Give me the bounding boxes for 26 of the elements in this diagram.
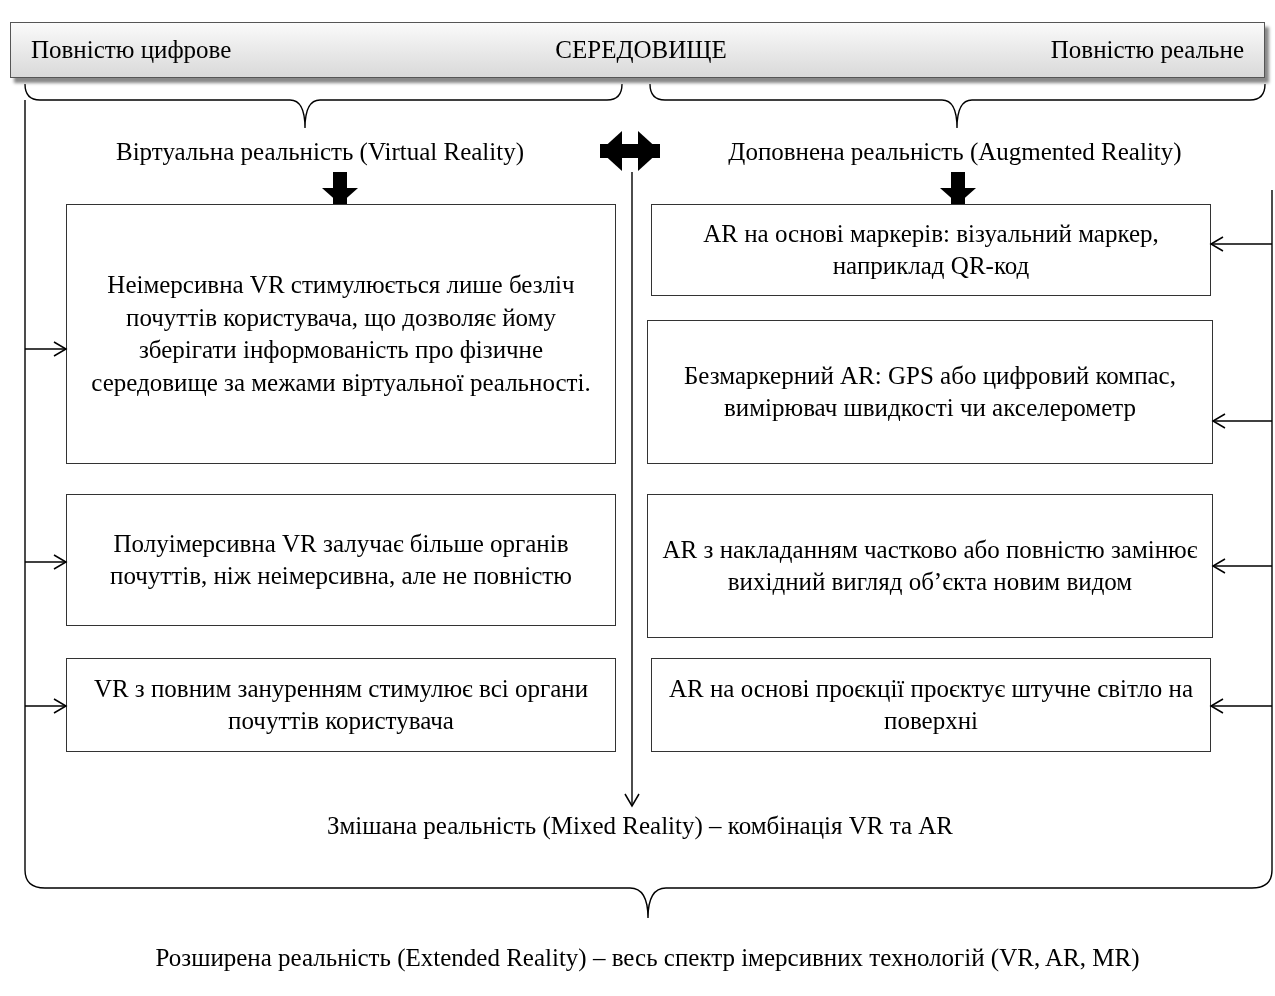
heading-text: Доповнена реальність (Augmented Reality): [660, 132, 1250, 172]
heading-text: Змішана реальність (Mixed Reality) – комбінація VR та AR: [200, 806, 1080, 846]
heading-text: Віртуальна реальність (Virtual Reality): [40, 132, 600, 172]
heading-text: Розширена реальність (Extended Reality) – весь спектр імерсивних технологій (VR, AR, MR): [60, 922, 1235, 994]
text-box: AR з накладанням частково або повністю замінює вихідний вигляд об’єкта новим видом: [647, 494, 1213, 638]
block-arrow: [322, 172, 358, 204]
arrow: [1212, 558, 1273, 574]
text-box: Полуімерсивна VR залучає більше органів почуттів, ніж неімерсивна, але не повністю: [66, 494, 616, 626]
banner: [10, 22, 1265, 78]
banner-label: Повністю реальне: [1050, 34, 1244, 65]
arrow: [624, 171, 640, 807]
text-box: AR на основі маркерів: візуальний маркер, наприклад QR-код: [651, 204, 1211, 296]
block-arrow: [940, 172, 976, 204]
text-box: AR на основі проєкції проєктує штучне світло на поверхні: [651, 658, 1211, 752]
text-box: Безмаркерний AR: GPS або цифровий компас, вимірювач швидкості чи акселерометр: [647, 320, 1213, 464]
double-arrow: [600, 131, 660, 171]
arrow: [24, 341, 67, 357]
text-box: Неімерсивна VR стимулюється лише безліч почуттів користувача, що дозволяє йому зберігати інформованість про фізичне середовище за межами віртуальної реальності.: [66, 204, 616, 464]
arrow: [24, 554, 67, 570]
arrow: [1210, 698, 1273, 714]
arrow: [24, 698, 67, 714]
banner-label: Повністю цифрове: [31, 34, 232, 65]
text-box: VR з повним зануренням стимулює всі органи почуттів користувача: [66, 658, 616, 752]
banner-title: СЕРЕДОВИЩЕ: [555, 34, 727, 65]
arrow: [1210, 236, 1273, 252]
arrow: [1212, 413, 1273, 429]
